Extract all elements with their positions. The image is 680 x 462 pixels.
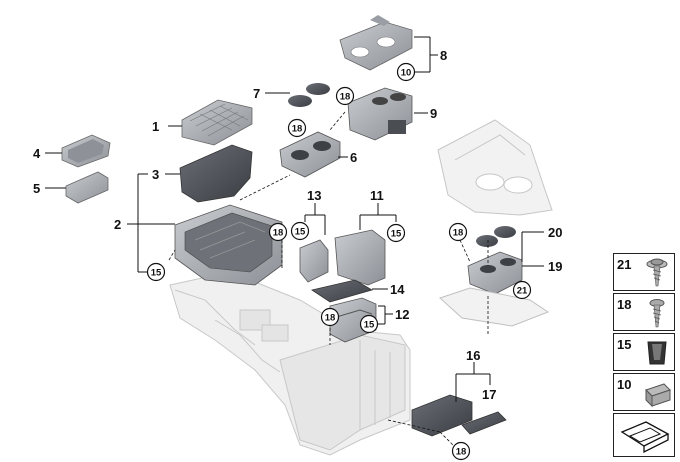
circled-15-part13: 15	[290, 221, 310, 241]
part-1-lattice-tray	[181, 99, 253, 146]
clip-nut-icon	[645, 383, 671, 408]
callout-17: 17	[482, 387, 496, 402]
legend-label-15: 15	[617, 337, 632, 352]
part-2-armrest-base	[174, 204, 283, 286]
legend-label-21: 21	[617, 257, 632, 272]
circled-18-part9: 18	[335, 86, 355, 106]
svg-text:18: 18	[325, 313, 336, 324]
svg-text:18: 18	[273, 228, 284, 239]
screw-with-washer-icon	[646, 258, 668, 287]
part-3-lid	[179, 144, 253, 203]
legend-item-21: 21	[613, 253, 675, 291]
svg-text:18: 18	[340, 92, 351, 103]
svg-text:15: 15	[391, 229, 402, 240]
legend-item-15: 15	[613, 333, 675, 371]
circled-18-part12: 18	[320, 307, 340, 327]
svg-text:18: 18	[453, 228, 464, 239]
circled-15-left: 15	[146, 262, 166, 282]
part-20-mats	[476, 226, 516, 247]
callout-6: 6	[350, 150, 357, 165]
legend-label-18: 18	[617, 297, 632, 312]
svg-text:18: 18	[292, 124, 303, 135]
circled-15-part12: 15	[359, 314, 379, 334]
callout-16: 16	[466, 348, 480, 363]
diagram-symbol-icon	[620, 421, 670, 454]
circled-10: 10	[396, 62, 416, 82]
legend-item-symbol	[613, 413, 675, 457]
callout-8: 8	[440, 48, 447, 63]
legend-item-18: 18	[613, 293, 675, 331]
trim-panel-ghost	[437, 119, 553, 216]
svg-text:15: 15	[364, 320, 375, 331]
callout-12: 12	[395, 307, 409, 322]
svg-text:15: 15	[151, 268, 162, 279]
callout-20: 20	[548, 225, 562, 240]
leader-lines	[45, 36, 544, 402]
screw-icon	[649, 299, 665, 328]
callout-3: 3	[152, 167, 159, 182]
callout-14: 14	[390, 282, 405, 297]
callout-13: 13	[307, 188, 321, 203]
part-13-panel	[299, 239, 329, 283]
part-8-bracket	[339, 15, 413, 71]
circled-21: 21	[512, 280, 532, 300]
svg-text:10: 10	[401, 68, 412, 79]
part-14-mat	[311, 279, 374, 303]
circled-18-part19: 18	[448, 222, 468, 242]
part-19-cupholder	[467, 251, 523, 295]
svg-text:21: 21	[517, 286, 528, 297]
part-5-bracket	[65, 171, 109, 204]
callout-19: 19	[548, 259, 562, 274]
legend-label-10: 10	[617, 377, 632, 392]
part-11-panel	[334, 229, 386, 286]
callout-4: 4	[33, 146, 41, 161]
circled-15-part11: 15	[386, 223, 406, 243]
part-4-mat	[61, 134, 111, 168]
part-16-tray	[411, 394, 473, 437]
callout-11: 11	[370, 188, 384, 203]
circled-18-part2: 18	[268, 222, 288, 242]
callout-9: 9	[430, 106, 437, 121]
part-9-cupholder-unit	[347, 87, 413, 141]
callout-1: 1	[152, 119, 159, 134]
callout-5: 5	[33, 181, 40, 196]
circled-numbers: 10 15 15 15 15 18 18 18	[146, 62, 532, 461]
console-base-ghost	[169, 271, 411, 456]
part-17-mat	[461, 411, 507, 435]
part-6-cupholder	[279, 131, 341, 178]
part-7-mats	[288, 83, 330, 107]
callout-7: 7	[253, 86, 260, 101]
circled-18-part16: 18	[451, 441, 471, 461]
legend-item-10: 10	[613, 373, 675, 411]
dash-lines	[168, 111, 521, 449]
frame-ghost-right	[439, 287, 550, 327]
callout-2: 2	[114, 217, 121, 232]
svg-text:18: 18	[456, 447, 467, 458]
clip-icon	[647, 341, 667, 365]
svg-text:15: 15	[295, 227, 306, 238]
callout-numbers: 1 2 3 4 5 6 7 8 9 11 12 13 14 16 17 19 2…	[33, 48, 562, 402]
circled-18-part6: 18	[287, 118, 307, 138]
